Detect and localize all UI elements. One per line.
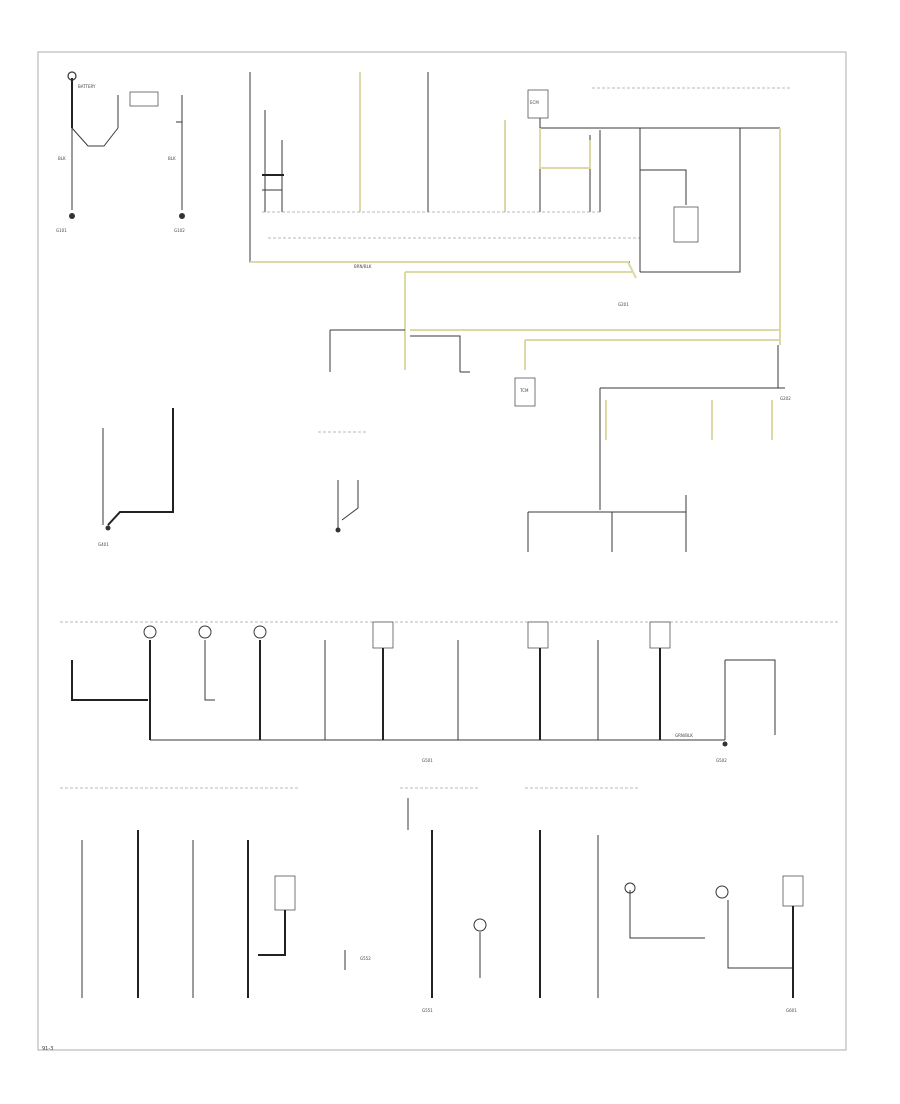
- battery-label: BATTERY: [78, 84, 96, 89]
- ground-symbol: [105, 525, 111, 531]
- ground-label-g551: G551: [422, 1008, 433, 1013]
- instrument-panel-grounds: G501 G502 GRN/BLK: [60, 621, 840, 763]
- ground-symbol: [335, 527, 341, 533]
- wire-color-label: BLK: [168, 156, 176, 161]
- ground-label-g201: G201: [618, 302, 629, 307]
- ground-label-g552: G552: [360, 956, 371, 961]
- ground-label-g502: G502: [716, 758, 727, 763]
- component-box: [782, 875, 804, 907]
- component-label-ecm: ECM: [530, 100, 539, 105]
- wire-color-label: GRN/BLK: [675, 733, 693, 738]
- ground-symbol: [722, 741, 728, 747]
- component-box: [673, 206, 699, 243]
- component-box: [129, 91, 159, 107]
- diagram-code: 91-3: [42, 1046, 53, 1052]
- passenger-compartment-grounds: G202: [329, 271, 791, 552]
- ground-symbol: [69, 213, 75, 219]
- ground-symbol: [179, 213, 185, 219]
- wire-color-label: BRN/BLK: [354, 264, 372, 269]
- ground-label-g102: G102: [174, 228, 185, 233]
- component-box: [274, 875, 296, 911]
- ground-label-g202: G202: [780, 396, 791, 401]
- component-label-tcm: TCM: [519, 388, 529, 393]
- wire-color-label: BLK: [58, 156, 66, 161]
- left-middle-grounds: G401: [98, 408, 368, 547]
- ground-label-g501: G501: [422, 758, 433, 763]
- component-box: [372, 621, 394, 649]
- component-box: [527, 89, 549, 119]
- ground-label-g401: G401: [98, 542, 109, 547]
- ground-label-g601: G601: [786, 1008, 797, 1013]
- rear-grounds: G551 G552 G601 ECM TCM: [60, 100, 804, 1013]
- battery-ground-section: BATTERY G101 G102 BLK BLK: [56, 71, 185, 233]
- engine-compartment-grounds: BRN/BLK G201: [249, 72, 790, 345]
- component-box: [527, 621, 549, 649]
- diagram-frame: [37, 51, 847, 1051]
- component-box: [649, 621, 671, 649]
- component-box: [514, 377, 536, 407]
- ground-label-g101: G101: [56, 228, 67, 233]
